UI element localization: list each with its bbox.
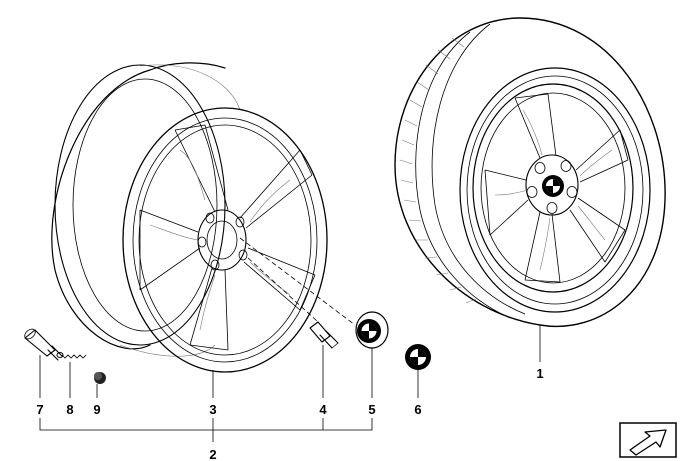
- emblem: [405, 344, 431, 370]
- callout-6: 6: [414, 402, 421, 417]
- next-page-arrow-icon[interactable]: [619, 422, 677, 458]
- hub-cap: [355, 311, 389, 349]
- callout-4: 4: [319, 402, 327, 417]
- alloy-rim: [51, 62, 328, 373]
- cap-assembly-line: [239, 237, 356, 326]
- complete-wheel-with-tyre: [394, 17, 666, 327]
- valve-cap: [94, 372, 106, 384]
- callout-5: 5: [368, 402, 375, 417]
- callout-2: 2: [209, 447, 216, 461]
- leader-lines: [39, 325, 541, 442]
- callout-7: 7: [36, 402, 43, 417]
- tyre-valve: [24, 328, 63, 361]
- callout-1: 1: [536, 366, 543, 381]
- callout-8: 8: [66, 402, 73, 417]
- callout-9: 9: [93, 402, 100, 417]
- wheel-bolt: [309, 321, 339, 349]
- callout-3: 3: [209, 402, 216, 417]
- valve-insert: [56, 352, 87, 359]
